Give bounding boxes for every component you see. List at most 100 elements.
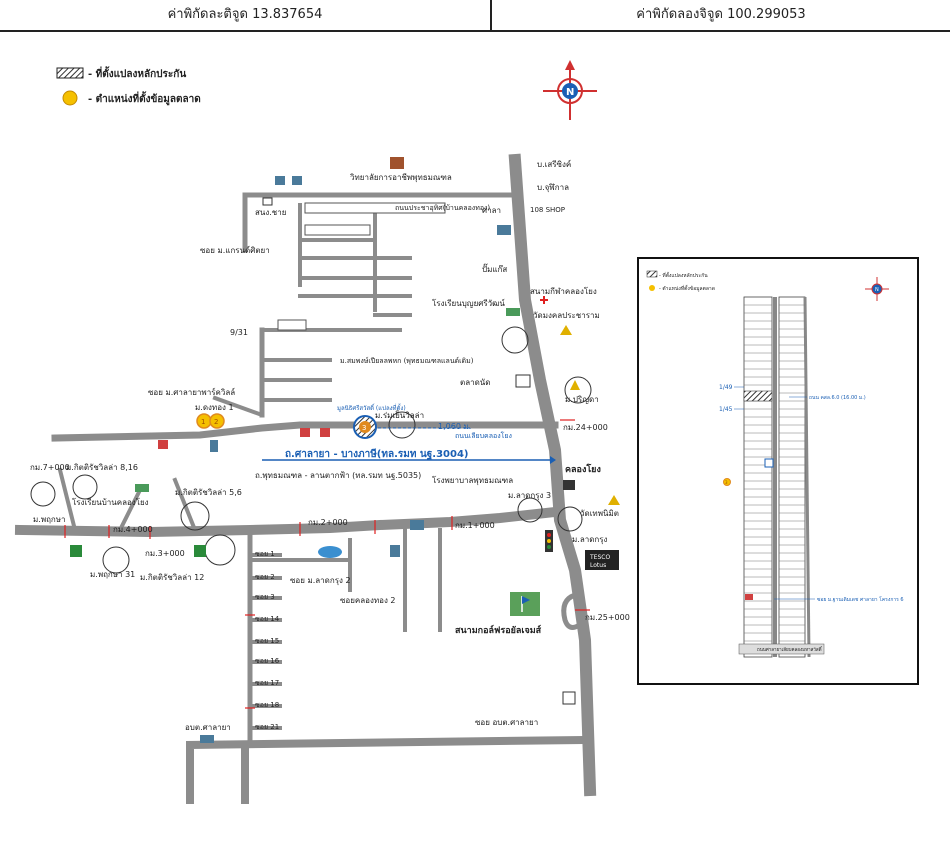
label-road-phutthamonthon: ถ.พุทธมณฑล - ลานตากฟ้า (ทล.รมท นฐ.5035) bbox=[255, 471, 421, 480]
label-soi1: ซอย 1 bbox=[255, 550, 275, 558]
inset-lot-145: 1/45 bbox=[719, 406, 733, 413]
label-kitti-56: ม.กิตติรัชวิลล่า 5,6 bbox=[175, 488, 242, 497]
house-icon bbox=[320, 428, 330, 437]
header-divider bbox=[490, 0, 492, 30]
label-distance: 1,060 ม. bbox=[438, 422, 471, 431]
inset-bottom-road: ถนนศาลายาเลียบคลองมหาสวัสดิ์ bbox=[757, 645, 823, 653]
label-college: วิทยาลัยการอาชีพพุทธมณฑล bbox=[349, 173, 451, 182]
market-legend-label: - ตำแหน่งที่ตั้งข้อมูลตลาด bbox=[88, 91, 201, 106]
label-soi18: ซอย 18 bbox=[255, 701, 279, 709]
label-road-petchkasem: ถนนประชาอุทิศ(บ้านคลองทอง) bbox=[395, 204, 490, 212]
building-icon bbox=[410, 520, 424, 530]
inset-collateral-plot bbox=[743, 390, 773, 402]
label-hospital: โรงพยาบาลพุทธมณฑล bbox=[432, 475, 513, 485]
label-rd-klong-yong: ถนนเลียบคลองโยง bbox=[455, 431, 512, 440]
factory-icon bbox=[563, 480, 575, 490]
compass-letter: N bbox=[566, 87, 574, 98]
label-soi16: ซอย 16 bbox=[255, 657, 280, 665]
house-icon bbox=[292, 176, 302, 185]
collateral-legend-swatch bbox=[56, 67, 84, 79]
label-temple-mongkol: วัดมงคลประชาราม bbox=[533, 311, 600, 320]
label-kitti-12: ม.กิตติรัชวิลล่า 12 bbox=[140, 573, 204, 582]
compass-icon: N bbox=[543, 60, 597, 120]
inset-house-icon bbox=[745, 594, 753, 600]
label-golf: สนามกอล์ฟรอยัลเจมส์ bbox=[455, 624, 542, 636]
tower-icon bbox=[210, 440, 218, 452]
house-icon bbox=[300, 428, 310, 437]
label-ladya3: ม.ลาดกรุง 3 bbox=[508, 491, 551, 500]
label-soi-klong2: ซอยคลองทอง 2 bbox=[340, 596, 396, 605]
golf-course-icon bbox=[510, 592, 540, 616]
tesco-lotus-icon bbox=[585, 550, 619, 570]
label-108-shop: 108 SHOP bbox=[530, 206, 565, 214]
market-icon bbox=[515, 374, 531, 388]
post-office-icon bbox=[262, 197, 273, 206]
label-km7: กม.7+000 bbox=[30, 463, 70, 472]
pond-icon bbox=[318, 546, 342, 558]
label-soi-ladkrung2: ซอย ม.ลาดกรุง 2 bbox=[290, 576, 351, 585]
label-obt: อบต.ศาลายา bbox=[185, 723, 231, 732]
svg-text:N: N bbox=[875, 287, 879, 293]
label-post-office: สนง.ชาย bbox=[255, 208, 286, 217]
label-stadium: สนามกีฬาคลองโยง bbox=[530, 286, 597, 296]
label-km25: กม.25+000 bbox=[585, 613, 630, 622]
label-soi-931: 9/31 bbox=[230, 328, 248, 337]
road-bottom bbox=[186, 735, 585, 804]
label-soi-grand: ซอย ม.แกรนด์ศิตยา bbox=[200, 245, 270, 255]
college-icon bbox=[390, 157, 404, 169]
label-soi-sala-park: ซอย ม.ศาลายาพาร์ควิลล์ bbox=[148, 387, 235, 397]
label-km4: กม.4+000 bbox=[113, 525, 153, 534]
svg-text:3: 3 bbox=[725, 480, 728, 485]
label-collateral-tag: มูลนิธิศรีสวัสดิ์ (แปลงที่ตั้ง) bbox=[337, 402, 406, 412]
inset-map: - ที่ตั้งแปลงหลักประกัน - ตำแหน่งที่ตั้ง… bbox=[637, 257, 919, 685]
building-icon bbox=[200, 735, 214, 743]
inset-legend-collateral: - ที่ตั้งแปลงหลักประกัน bbox=[659, 270, 708, 279]
label-village-buddha: ม.สมพงษ์เปียลลพหก (พุทธมณฑลแลนด์เดิม) bbox=[340, 357, 474, 365]
road-network bbox=[14, 153, 597, 804]
label-klong-yong: คลองโยง bbox=[565, 463, 601, 475]
temple-icon bbox=[560, 325, 572, 335]
svg-text:Lotus: Lotus bbox=[590, 562, 606, 569]
label-km1: กม.1+000 bbox=[455, 521, 495, 530]
label-soi21: ซอย 21 bbox=[255, 723, 279, 731]
label-school-boonyakarn: โรงเรียนบุญยศรีวัฒน์ bbox=[432, 298, 505, 308]
collateral-legend-label: - ที่ตั้งแปลงหลักประกัน bbox=[88, 66, 186, 80]
map-legend: - ที่ตั้งแปลงหลักประกัน - ตำแหน่งที่ตั้ง… bbox=[56, 66, 201, 106]
temple-icon bbox=[570, 380, 580, 390]
location-map: - ที่ตั้งแปลงหลักประกัน - ตำแหน่งที่ตั้ง… bbox=[14, 60, 630, 804]
market-circles bbox=[30, 326, 592, 574]
school-icon bbox=[506, 308, 520, 316]
market-markers-1-2: 1 2 bbox=[196, 413, 225, 429]
label-km2: กม.2+000 bbox=[308, 518, 348, 527]
road-phutthamonthon bbox=[14, 506, 561, 538]
label-soi3: ซอย 3 bbox=[255, 593, 275, 601]
label-school-ban-klong: โรงเรียนบ้านคลองโยง bbox=[72, 497, 149, 507]
label-soi2: ซอย 2 bbox=[255, 573, 275, 581]
inset-svg: - ที่ตั้งแปลงหลักประกัน - ตำแหน่งที่ตั้ง… bbox=[646, 270, 904, 658]
inset-bottom-soi: ซอย ม.ฐานเดิมเดช ศาลายา โครงการ 6 bbox=[817, 596, 904, 603]
label-ptt: ปั๊มแก๊ส bbox=[482, 263, 507, 274]
inset-market-marker bbox=[723, 478, 731, 486]
latitude-text: ค่าพิกัดละติจูด 13.837654 bbox=[167, 7, 323, 22]
building-blocks bbox=[277, 202, 446, 331]
label-jukan: บ.จุฬิกาล bbox=[537, 183, 569, 192]
label-soi-obt: ซอย อบต.ศาลายา bbox=[475, 718, 538, 727]
label-dhanakorn: ม.ดงทอง 1 bbox=[195, 403, 234, 412]
inset-compass-icon: N bbox=[865, 277, 889, 301]
label-soi14: ซอย 14 bbox=[255, 615, 280, 623]
seven-eleven-icon bbox=[70, 545, 82, 557]
label-soi17: ซอย 17 bbox=[255, 679, 279, 687]
inset-legend-market: - ตำแหน่งที่ตั้งข้อมูลตลาด bbox=[659, 283, 715, 292]
label-sala: ศาลา bbox=[482, 206, 501, 215]
longitude-text: ค่าพิกัดลองจิจูด 100.299053 bbox=[636, 7, 806, 22]
label-market: ตลาดนัด bbox=[460, 378, 490, 387]
label-phuksa: ม.พฤกษา bbox=[33, 515, 66, 524]
label-kitti-816: ม.กิตติรัชวิลล่า 8,16 bbox=[66, 463, 138, 472]
label-km3: กม.3+000 bbox=[145, 549, 185, 558]
coordinate-header: ค่าพิกัดละติจูด 13.837654 ค่าพิกัดลองจิจ… bbox=[0, 0, 950, 32]
label-km24: กม.24+000 bbox=[563, 423, 608, 432]
inset-lot-149: 1/49 bbox=[719, 384, 733, 391]
house-icon bbox=[158, 440, 168, 449]
marker-3-label: 3 bbox=[362, 424, 366, 432]
temple-icon bbox=[608, 495, 620, 505]
